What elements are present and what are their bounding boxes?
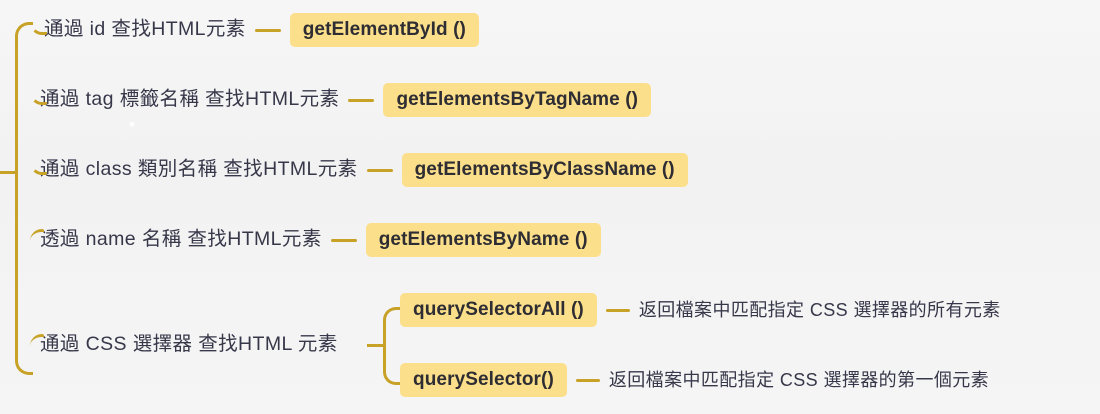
connector-line-icon <box>330 238 357 242</box>
branch-hook-by-name <box>30 229 44 248</box>
branch-hook-by-tag-name <box>30 86 47 105</box>
branch-topic-by-css-selector: 通過 CSS 選擇器 查找HTML 元素 <box>40 333 338 356</box>
description-query-selector-all: 返回檔案中匹配指定 CSS 選擇器的所有元素 <box>638 300 1001 320</box>
method-badge-query-selector[interactable]: querySelector() <box>400 363 567 397</box>
branch-topic-by-class-name: 通過 class 類別名稱 查找HTML元素 <box>40 158 358 181</box>
branch-row-query-selector[interactable]: querySelector() 返回檔案中匹配指定 CSS 選擇器的第一個元素 <box>400 358 989 402</box>
branch-row-by-name[interactable]: 透過 name 名稱 查找HTML元素 getElementsByName () <box>40 218 601 262</box>
connector-line-icon <box>366 168 393 172</box>
main-branch-bracket <box>15 22 33 375</box>
branch-hook-by-css-selector <box>30 334 44 353</box>
connector-line-icon <box>605 308 630 312</box>
method-badge-by-id[interactable]: getElementById () <box>289 13 479 47</box>
branch-row-query-selector-all[interactable]: querySelectorAll () 返回檔案中匹配指定 CSS 選擇器的所有… <box>400 288 1001 332</box>
main-branch-root-stub <box>0 171 18 174</box>
connector-line-icon <box>348 98 375 102</box>
connector-line-icon <box>575 378 600 382</box>
connector-line-icon <box>254 28 281 32</box>
description-query-selector: 返回檔案中匹配指定 CSS 選擇器的第一個元素 <box>608 370 990 390</box>
method-badge-by-class-name[interactable]: getElementsByClassName () <box>401 153 688 187</box>
branch-topic-by-id: 通過 id 查找HTML元素 <box>44 18 246 41</box>
branch-row-by-css-selector[interactable]: 通過 CSS 選擇器 查找HTML 元素 <box>40 323 338 367</box>
branch-row-by-id[interactable]: 通過 id 查找HTML元素 getElementById () <box>44 8 479 52</box>
branch-row-by-class-name[interactable]: 通過 class 類別名稱 查找HTML元素 getElementsByClas… <box>40 148 688 192</box>
css-selector-sub-stub <box>367 344 386 347</box>
css-selector-sub-bracket <box>383 307 400 385</box>
branch-topic-by-tag-name: 通過 tag 標籤名稱 查找HTML元素 <box>40 88 340 111</box>
method-badge-by-name[interactable]: getElementsByName () <box>365 223 601 257</box>
branch-hook-by-id <box>30 16 47 35</box>
method-badge-query-selector-all[interactable]: querySelectorAll () <box>400 293 597 327</box>
branch-hook-by-class-name <box>30 156 47 175</box>
method-badge-by-tag-name[interactable]: getElementsByTagName () <box>383 83 652 117</box>
branch-topic-by-name: 透過 name 名稱 查找HTML元素 <box>40 228 322 251</box>
branch-row-by-tag-name[interactable]: 通過 tag 標籤名稱 查找HTML元素 getElementsByTagNam… <box>40 78 652 122</box>
